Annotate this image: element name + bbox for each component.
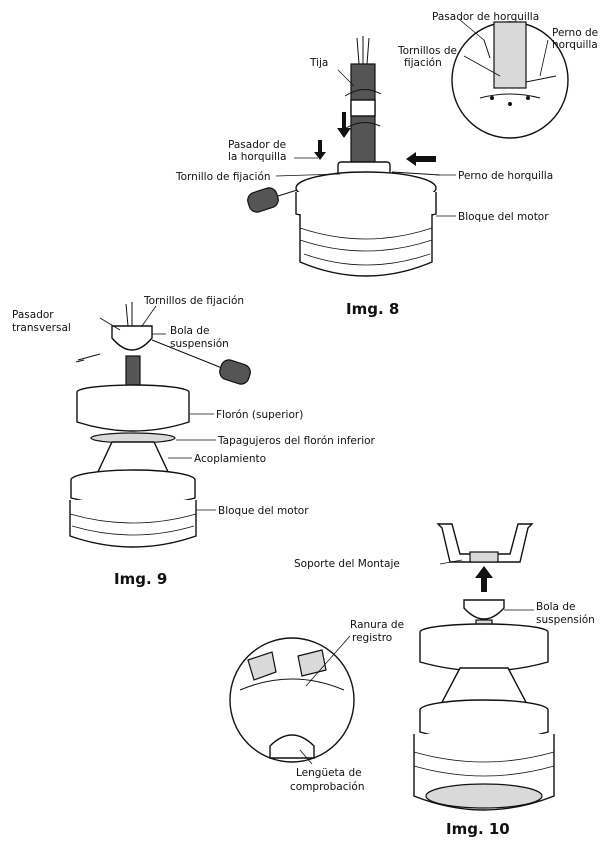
inset-detail-10 <box>229 637 355 763</box>
bolt-left-arrow <box>406 152 436 166</box>
label-tija: Tija <box>309 57 328 69</box>
caption-img-9: Img. 9 <box>114 570 167 588</box>
down-arrow <box>337 112 351 138</box>
label-tapagujeros: Tapagujeros del florón inferior <box>217 435 376 447</box>
motor-housing-8 <box>295 171 437 277</box>
label-tornillo-fijacion: Tornillo de fijación <box>175 171 271 183</box>
figure-8: Pasador de horquilla Perno de horquilla … <box>175 11 598 318</box>
label-pasador-de-la-2: la horquilla <box>228 151 286 163</box>
hanger-ball-9 <box>111 325 153 351</box>
canopy-9 <box>76 384 190 432</box>
figure-9: Pasador transversal Tornillos de fijació… <box>12 295 376 588</box>
motor-housing-9 <box>69 469 197 548</box>
label-ranura-registro-1: Ranura de <box>350 619 404 631</box>
label-pasador-horquilla-top: Pasador de horquilla <box>432 11 539 23</box>
mounting-bracket <box>436 523 534 563</box>
up-arrow <box>475 566 493 592</box>
label-lengueta-1: Lengüeta de <box>296 767 362 779</box>
label-soporte-montaje: Soporte del Montaje <box>294 558 400 570</box>
label-perno-horquilla: Perno de horquilla <box>458 170 553 182</box>
label-perno-horquilla-top-2: horquilla <box>552 39 598 51</box>
downrod-illustration <box>344 36 382 177</box>
label-bloque-motor-8: Bloque del motor <box>458 211 549 223</box>
hanger-ball-10 <box>463 599 505 620</box>
pin-down-arrow <box>314 140 326 160</box>
motor-housing-10 <box>413 699 555 811</box>
label-bola-suspension-10-1: Bola de <box>536 601 575 613</box>
label-acoplamiento: Acoplamiento <box>194 453 266 465</box>
caption-img-8: Img. 8 <box>346 300 399 318</box>
label-ranura-registro-2: registro <box>352 632 392 644</box>
figure-10: Soporte del Montaje Ranura de registro B… <box>229 523 595 838</box>
label-floron-superior: Florón (superior) <box>216 409 303 421</box>
caption-img-10: Img. 10 <box>446 820 510 838</box>
label-pasador-transversal-1: Pasador <box>12 309 54 321</box>
label-bola-suspension-9-2: suspensión <box>170 338 229 350</box>
label-tornillos-fijacion-2: fijación <box>404 57 442 69</box>
label-bola-suspension-10-2: suspensión <box>536 614 595 626</box>
label-pasador-de-la-1: Pasador de <box>228 139 286 151</box>
inset-detail-8 <box>451 21 569 139</box>
label-lengueta-2: comprobación <box>290 781 364 793</box>
label-bloque-motor-9: Bloque del motor <box>218 505 309 517</box>
label-tornillos-fijacion-9: Tornillos de fijación <box>143 295 244 307</box>
label-perno-horquilla-top-1: Perno de <box>552 27 598 39</box>
label-tornillos-fijacion-1: Tornillos de <box>397 45 457 57</box>
label-pasador-transversal-2: transversal <box>12 322 71 334</box>
label-bola-suspension-9-1: Bola de <box>170 325 209 337</box>
